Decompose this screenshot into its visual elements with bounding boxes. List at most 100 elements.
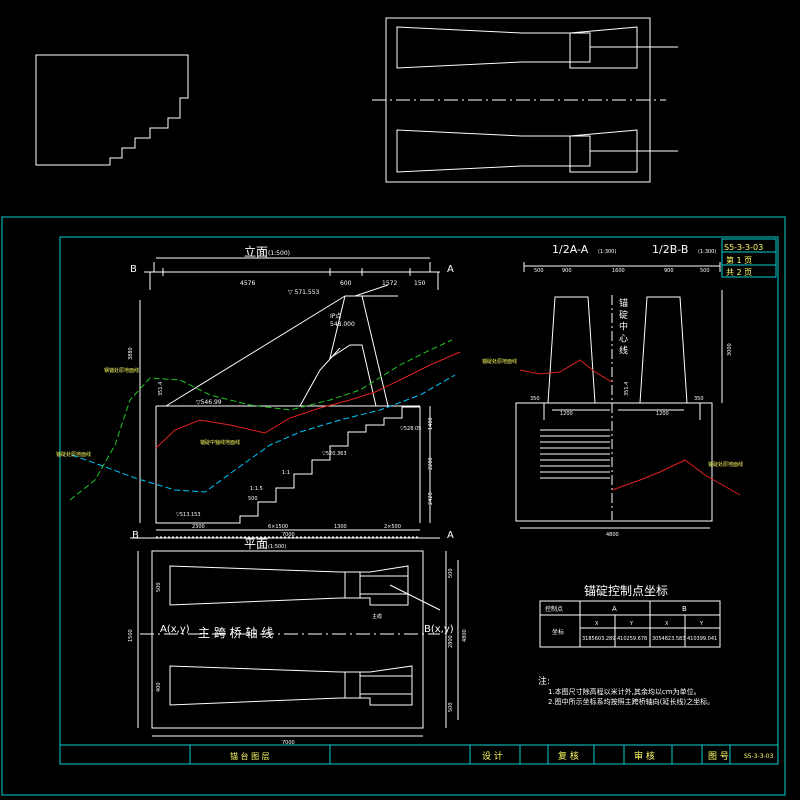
coord-table-title: 锚碇控制点坐标 <box>584 583 668 598</box>
section-dim-height: 3000 <box>727 343 733 356</box>
sheet-page: 第 1 页 <box>726 255 752 265</box>
section-ground-left <box>519 359 613 383</box>
profile-sketch <box>35 54 189 166</box>
curve-green-label: 钢锚处原地面线 <box>104 367 139 374</box>
dim-top-total: 4576 <box>240 280 255 287</box>
elev-bottom: ▽513.153 <box>176 512 201 518</box>
section-dim-right: 350 <box>694 396 704 402</box>
notes-line2: 2.图中所示坐标系均按照主跨桥轴向(延长线)之坐标。 <box>548 697 714 706</box>
elev-mid: ▽546.99 <box>196 399 222 406</box>
title-sheet-label: 图 号 <box>708 751 729 762</box>
ip-value: 548.000 <box>330 321 355 328</box>
inner-border <box>59 236 779 765</box>
sheet-code-box <box>721 238 777 278</box>
section-ground-left-label: 锚碇处原地面线 <box>482 358 517 365</box>
coord-row-label: 坐标 <box>552 628 564 636</box>
title-block <box>60 744 778 764</box>
title-drawing-name: 锚 台 图 层 <box>230 751 270 761</box>
section-dim-left: 350 <box>530 396 540 402</box>
section-center-line: 锚 碇 中 心 线 <box>617 297 628 355</box>
curve-red-label: 锚碇中轴线地面线 <box>200 439 240 446</box>
dim-bottom-a: 2300 <box>192 524 205 530</box>
dim-bottom-total: 7000 <box>282 532 295 538</box>
coord-table-grid <box>539 600 721 648</box>
section-dim-c: 1600 <box>612 268 625 274</box>
section-b-scale: (1:300) <box>698 249 716 255</box>
section-dim-bottom: 4800 <box>606 532 619 538</box>
section-view <box>515 262 723 529</box>
elev-step: ▽520.363 <box>322 451 347 457</box>
dim-bottom-b: 6×1500 <box>268 524 288 530</box>
title-approve: 审 核 <box>634 750 655 762</box>
section-a-mark-top: A <box>447 264 454 275</box>
plan-dim-left-mid: 1500 <box>128 629 134 642</box>
section-dim-inner-left: 1200 <box>560 411 573 417</box>
coord-a-y: 410259.678 <box>617 636 647 642</box>
ip-label: IP点 <box>330 312 341 320</box>
section-b-mark-top: B <box>130 264 137 275</box>
slope-a: 1:1 <box>282 470 290 476</box>
dim-top-c: 150 <box>414 280 426 287</box>
plan-sketch <box>372 17 678 183</box>
dim-bottom-d: 2×500 <box>384 524 401 530</box>
coord-header-point: 控制点 <box>545 605 563 613</box>
plan-dim-right-mid: 2800 <box>448 635 454 648</box>
section-dim-a: 500 <box>534 268 544 274</box>
plan-dim-left-top: 500 <box>156 582 162 592</box>
slope-b: 1:1.5 <box>250 486 263 492</box>
section-ground-right <box>611 459 741 496</box>
plan-point-a: A(x,y) <box>160 624 190 635</box>
plan-dim-right-bot: 500 <box>448 702 454 712</box>
plan-dim-right-top: 500 <box>448 568 454 578</box>
plan-scale: (1:500) <box>268 544 286 550</box>
section-b-title: 1/2B-B <box>652 243 688 256</box>
section-dim-inner-right: 1200 <box>656 411 669 417</box>
section-dim-b: 900 <box>562 268 572 274</box>
notes-line1: 1.本图尺寸除高程以米计外,其余均以cm为单位。 <box>548 687 701 696</box>
title-review: 复 核 <box>558 750 579 762</box>
coord-b-y: 410399.041 <box>687 636 717 642</box>
dim-right-b: 2200 <box>428 457 434 470</box>
ground-red-curve <box>155 351 461 449</box>
section-b-mark-bottom: B <box>132 530 139 541</box>
dim-inner: 500 <box>248 496 258 502</box>
coord-header-a: A <box>612 605 617 613</box>
dim-top-a: 600 <box>340 280 352 287</box>
section-dim-center: 351.4 <box>624 382 630 396</box>
coord-sub-y-a: Y <box>629 621 634 627</box>
coord-sub-x-a: X <box>595 621 599 627</box>
plan-title: 平面 <box>244 537 268 551</box>
coord-sub-y-b: Y <box>699 621 704 627</box>
dim-left: 3880 <box>128 347 134 360</box>
section-hatching <box>540 429 610 479</box>
coord-header-b: B <box>682 605 687 613</box>
dim-top-b: 1572 <box>382 280 397 287</box>
plan-dim-bottom: 7000 <box>282 740 295 746</box>
dim-right-a: 1400 <box>428 417 434 430</box>
coord-sub-x-b: X <box>665 621 669 627</box>
elevation-title: 立面 <box>244 244 268 259</box>
title-sheet-no: S5-3-3-03 <box>744 753 774 760</box>
elevation-view <box>130 257 440 539</box>
plan-note-label: 主缆 <box>372 613 382 620</box>
elev-top: ▽ 571.553 <box>288 289 320 296</box>
plan-point-b: B(x,y) <box>424 624 454 635</box>
plan-view <box>137 550 459 737</box>
curve-cyan-label: 锚碇处原地面线 <box>56 451 91 458</box>
section-a-title: 1/2A-A <box>552 243 589 256</box>
dim-ip: 351.4 <box>158 382 164 396</box>
section-dim-e: 500 <box>700 268 710 274</box>
dim-right-c: 2429 <box>428 492 434 505</box>
notes-title: 注: <box>538 675 550 687</box>
plan-axis-label: 主 跨 桥 轴 线 <box>198 625 273 640</box>
plan-dim-total: 4800 <box>462 629 468 642</box>
title-design: 设 计 <box>482 750 503 762</box>
plan-dim-left-bot: 400 <box>156 682 162 692</box>
ground-cyan-curve <box>71 374 456 493</box>
sheet-code: S5-3-3-03 <box>724 243 763 252</box>
elev-right1: ▽528.05 <box>400 426 421 432</box>
outer-border <box>1 216 786 796</box>
coord-a-x: 3185603.289 <box>582 636 615 642</box>
ground-green-curve <box>69 339 453 501</box>
